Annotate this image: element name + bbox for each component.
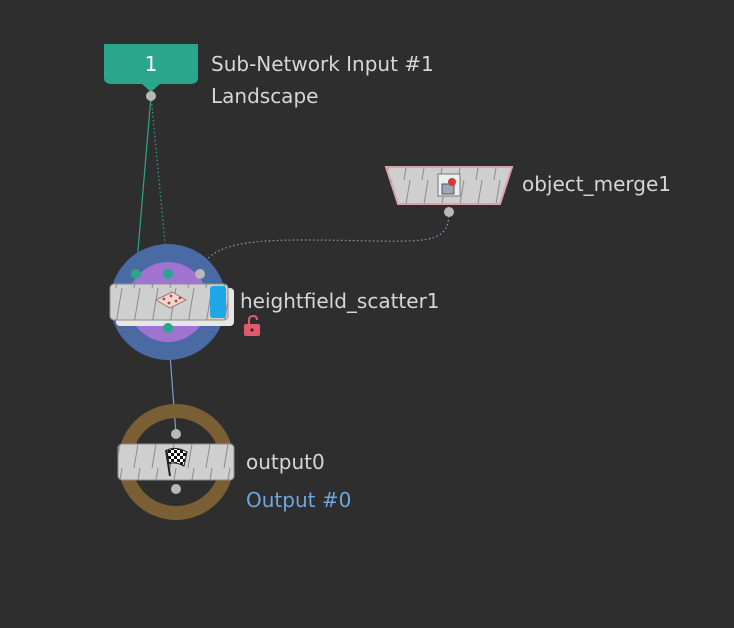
scatter-input-connector-2[interactable]	[163, 269, 173, 279]
subnet-input-node[interactable]: 1	[104, 44, 198, 101]
heightfield-scatter-icon	[154, 291, 188, 309]
scatter-display-flag[interactable]	[210, 286, 226, 318]
output-name-label: output0	[246, 450, 325, 474]
unlock-icon[interactable]	[244, 314, 260, 336]
output-node[interactable]	[117, 404, 235, 520]
output-output-connector[interactable]	[171, 484, 181, 494]
object-merge-node[interactable]	[384, 166, 514, 217]
output-input-connector[interactable]	[171, 429, 181, 439]
subnet-input-number: 1	[145, 52, 158, 76]
subnet-input-comment-label: Landscape	[211, 84, 319, 108]
output-comment-label: Output #0	[246, 488, 352, 512]
heightfield-scatter-name-label: heightfield_scatter1	[240, 289, 440, 313]
object-merge-icon	[437, 173, 461, 197]
wire-merge-to-scatter-dotted[interactable]	[199, 211, 450, 275]
heightfield-scatter-node[interactable]	[109, 244, 260, 360]
scatter-output-connector[interactable]	[163, 323, 173, 333]
scatter-input-connector-1[interactable]	[131, 269, 141, 279]
object-merge-output-connector[interactable]	[444, 207, 454, 217]
object-merge-name-label: object_merge1	[522, 172, 672, 196]
subnet-input-name-label: Sub-Network Input #1	[211, 52, 434, 76]
wire-subnet-to-scatter-solid[interactable]	[135, 95, 152, 275]
checkered-flag-icon	[165, 447, 188, 477]
scatter-input-connector-3[interactable]	[195, 269, 205, 279]
subnet-input-tag[interactable]	[104, 44, 198, 92]
subnet-input-output-connector[interactable]	[146, 91, 156, 101]
